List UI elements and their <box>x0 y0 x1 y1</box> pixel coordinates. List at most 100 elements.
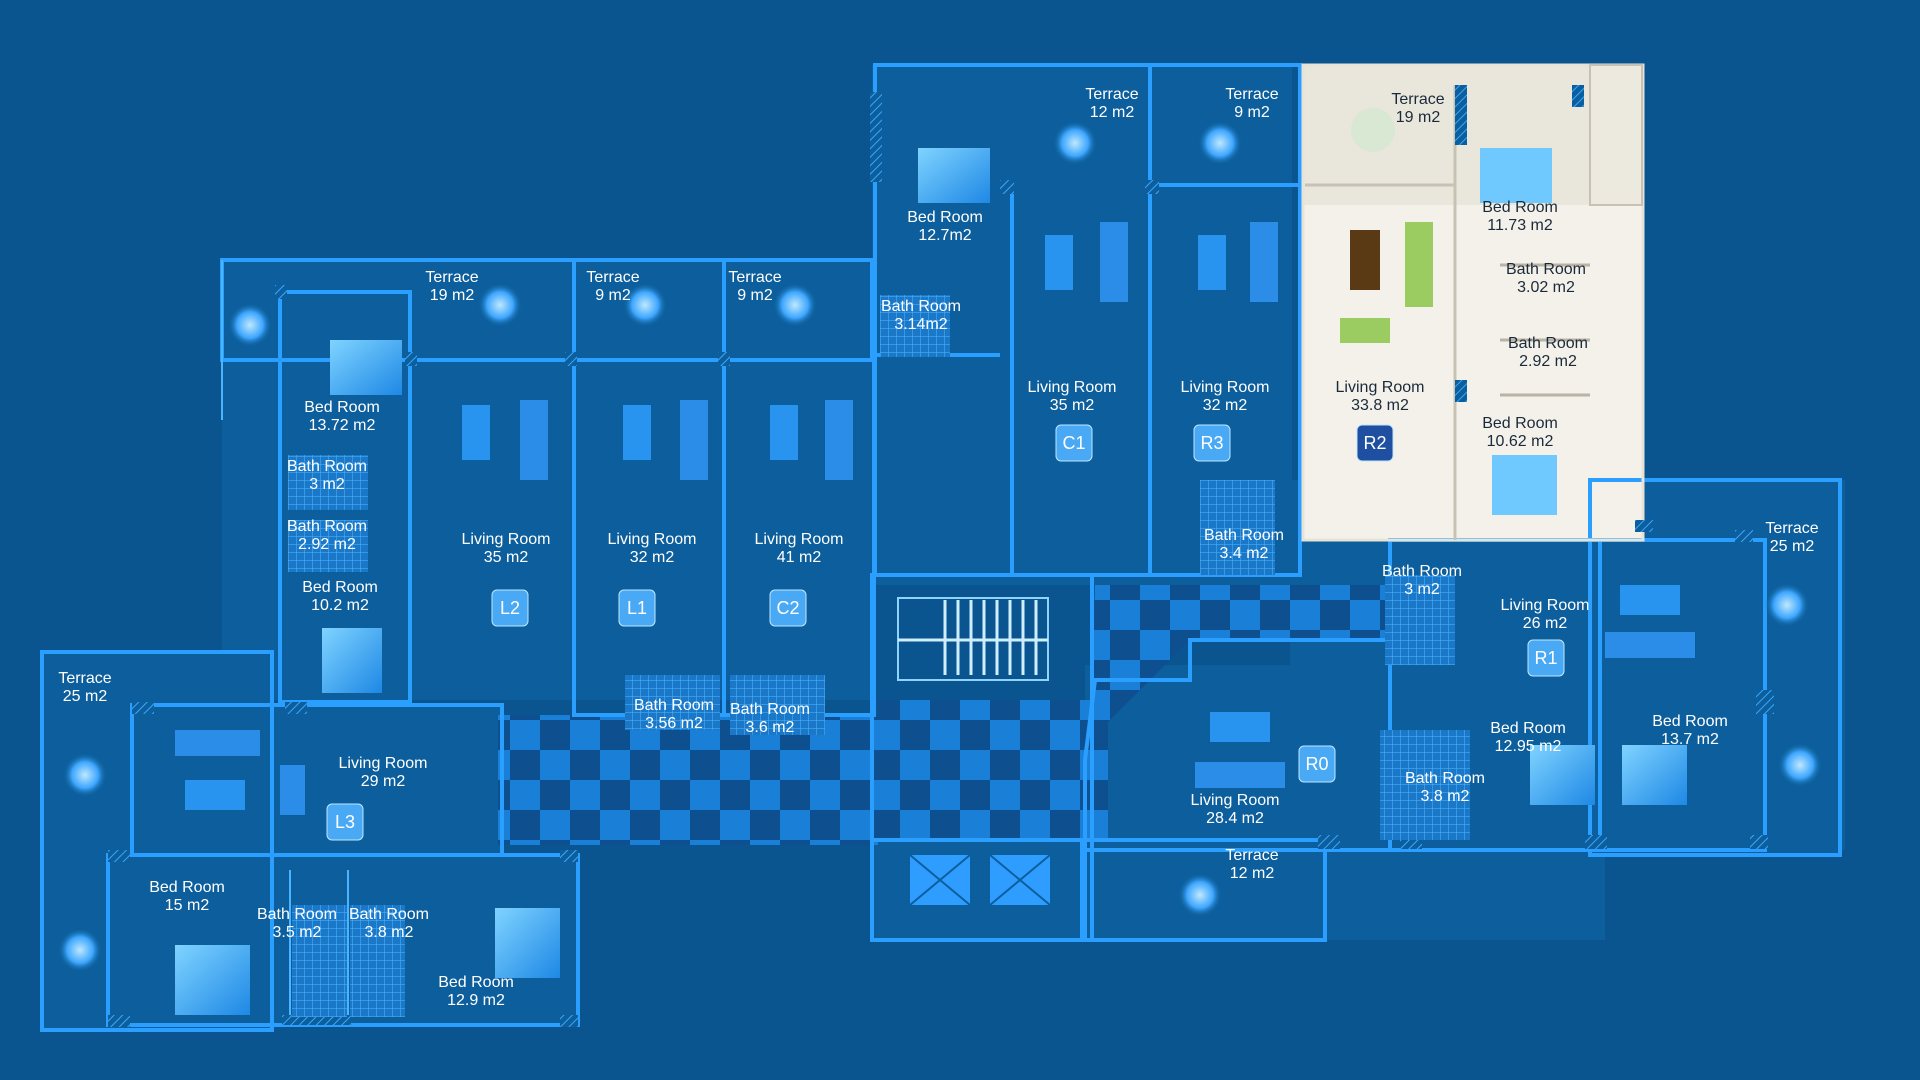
room-area-label: 2.92 m2 <box>298 536 356 553</box>
room-name-label: Bath Room <box>881 298 961 315</box>
bed-icon <box>1480 148 1552 203</box>
room-area-label: 13.72 m2 <box>309 417 376 434</box>
room-area-label: 35 m2 <box>484 549 529 566</box>
room-name-label: Bath Room <box>349 906 429 923</box>
room-name-label: Living Room <box>1181 379 1270 396</box>
room-area-label: 3.56 m2 <box>645 715 703 732</box>
room-area-label: 3 m2 <box>1404 581 1440 598</box>
corridor <box>498 585 1390 845</box>
room-area-label: 10.62 m2 <box>1487 433 1554 450</box>
unit-badge-label: R2 <box>1363 433 1386 453</box>
room-name-label: Bed Room <box>438 974 514 991</box>
bed-icon <box>1492 455 1557 515</box>
table-icon <box>58 928 102 972</box>
unit-badge-r3[interactable]: R3 <box>1193 424 1231 462</box>
room-name-label: Terrace <box>728 269 781 286</box>
room-area-label: 13.7 m2 <box>1661 731 1719 748</box>
room-name-label: Bed Room <box>1482 199 1558 216</box>
unit-badge-r0[interactable]: R0 <box>1298 745 1336 783</box>
unit-badge-label: R1 <box>1534 648 1557 668</box>
room-name-label: Bed Room <box>1490 720 1566 737</box>
room-name-label: Bath Room <box>1506 261 1586 278</box>
room-name-label: Terrace <box>1765 520 1818 537</box>
room-name-label: Terrace <box>58 670 111 687</box>
room-area-label: 25 m2 <box>1770 538 1815 555</box>
room-area-label: 15 m2 <box>165 897 210 914</box>
table-icon <box>623 405 651 460</box>
room-area-label: 3.4 m2 <box>1220 545 1269 562</box>
sofa-icon <box>1605 632 1695 658</box>
table-icon <box>1351 108 1395 152</box>
sofa-icon <box>520 400 548 480</box>
table-icon <box>1045 235 1073 290</box>
sofa-icon <box>1340 318 1390 343</box>
stairs <box>897 597 1049 681</box>
room-area-label: 41 m2 <box>777 549 822 566</box>
table-icon <box>1620 585 1680 615</box>
room-area-label: 12.7m2 <box>918 227 971 244</box>
room-area-label: 32 m2 <box>1203 397 1248 414</box>
sofa-icon <box>1100 222 1128 302</box>
room-name-label: Bed Room <box>149 879 225 896</box>
room-name-label: Living Room <box>1191 792 1280 809</box>
room-area-label: 3.14m2 <box>894 316 947 333</box>
table-icon <box>63 753 107 797</box>
table-icon <box>185 780 245 810</box>
unit-badge-l3[interactable]: L3 <box>326 803 364 841</box>
bed-icon <box>322 628 382 693</box>
room-name-label: Terrace <box>1085 86 1138 103</box>
unit-badge-label: L2 <box>500 598 520 618</box>
room-name-label: Bath Room <box>1405 770 1485 787</box>
sofa-icon <box>825 400 853 480</box>
beds <box>175 148 1687 1015</box>
unit-badge-c2[interactable]: C2 <box>769 589 807 627</box>
room-area-label: 35 m2 <box>1050 397 1095 414</box>
table-icon <box>228 303 272 347</box>
table-icon <box>462 405 490 460</box>
room-name-label: Bath Room <box>1508 335 1588 352</box>
unit-badge-label: C1 <box>1062 433 1085 453</box>
room-area-label: 3.8 m2 <box>365 924 414 941</box>
elevators <box>909 854 1051 906</box>
table-icon <box>1210 712 1270 742</box>
room-name-label: Bath Room <box>1382 563 1462 580</box>
table-icon <box>1765 583 1809 627</box>
table-icon <box>1350 230 1380 290</box>
furniture <box>175 222 1695 815</box>
room-name-label: Terrace <box>1225 86 1278 103</box>
table-icon <box>478 283 522 327</box>
room-area-label: 28.4 m2 <box>1206 810 1264 827</box>
room-area-label: 12.95 m2 <box>1495 738 1562 755</box>
unit-badge-l1[interactable]: L1 <box>618 589 656 627</box>
room-area-label: 12 m2 <box>1230 865 1275 882</box>
unit-badge-l2[interactable]: L2 <box>491 589 529 627</box>
room-name-label: Bath Room <box>287 518 367 535</box>
room-area-label: 12 m2 <box>1090 104 1135 121</box>
sofa-icon <box>175 730 260 756</box>
bed-icon <box>918 148 990 203</box>
room-area-label: 26 m2 <box>1523 615 1568 632</box>
room-area-label: 25 m2 <box>63 688 108 705</box>
room-name-label: Bed Room <box>1482 415 1558 432</box>
unit-badge-label: R0 <box>1305 754 1328 774</box>
room-name-label: Bed Room <box>304 399 380 416</box>
room-name-label: Bed Room <box>302 579 378 596</box>
room-name-label: Bed Room <box>907 209 983 226</box>
bed-icon <box>1622 745 1687 805</box>
bathroom-tiles <box>288 295 1470 1017</box>
terrace-tables <box>58 108 1822 972</box>
table-icon <box>623 283 667 327</box>
unit-badge-label: R3 <box>1200 433 1223 453</box>
unit-badge-r2[interactable]: R2 <box>1356 424 1394 462</box>
unit-badge-label: C2 <box>776 598 799 618</box>
unit-badge-r1[interactable]: R1 <box>1527 639 1565 677</box>
room-area-label: 9 m2 <box>1234 104 1270 121</box>
room-name-label: Terrace <box>1225 847 1278 864</box>
room-name-label: Living Room <box>1028 379 1117 396</box>
room-area-label: 3.5 m2 <box>273 924 322 941</box>
table-icon <box>1778 743 1822 787</box>
room-area-label: 3.8 m2 <box>1421 788 1470 805</box>
unit-badge-c1[interactable]: C1 <box>1055 424 1093 462</box>
room-name-label: Living Room <box>1336 379 1425 396</box>
